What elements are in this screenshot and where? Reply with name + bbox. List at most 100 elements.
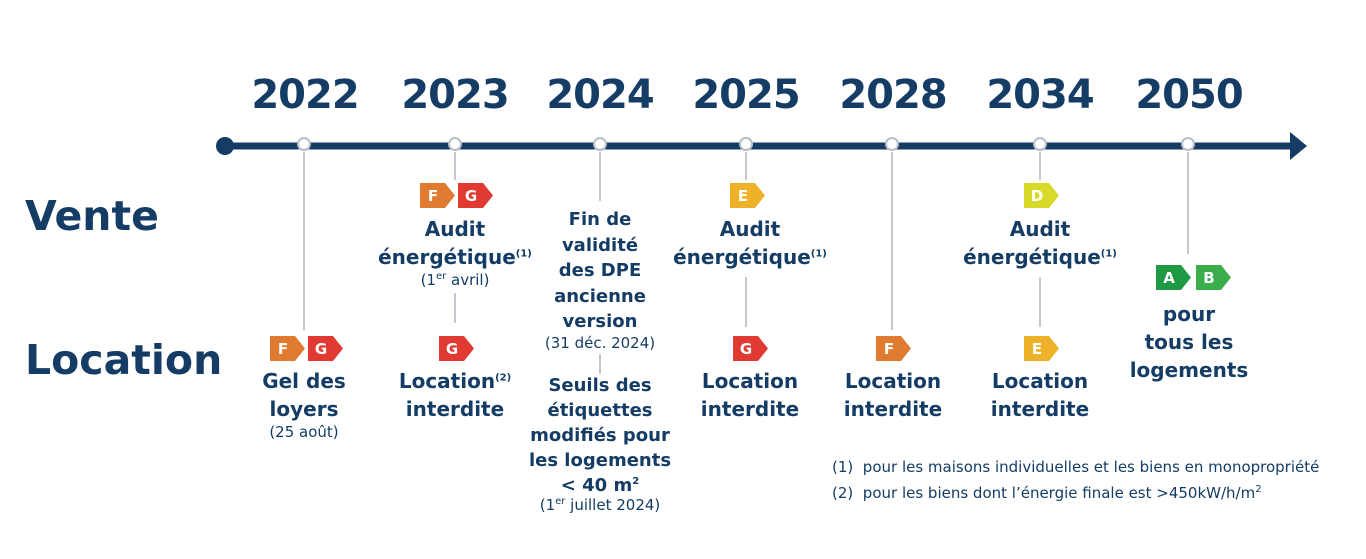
dpe-tag-2050-a: A — [1154, 265, 1192, 290]
year-2022: 2022 — [251, 72, 359, 118]
text-line: Gel des — [262, 369, 346, 393]
text-line: loyers — [269, 397, 339, 421]
text-line: pour — [1162, 302, 1216, 326]
dpe-tag-2023-vente-g: G — [456, 183, 494, 208]
row-label-vente: Vente — [25, 192, 159, 240]
year-2034: 2034 — [986, 72, 1094, 118]
text-2034-vente: Audit énergétique(1) — [955, 215, 1125, 271]
dpe-tag-2050-b: B — [1194, 265, 1232, 290]
dpe-tag-2025-vente-e: E — [728, 183, 766, 208]
timeline-dot-2050 — [1181, 137, 1195, 151]
dpe-tag-letter: G — [446, 340, 458, 358]
dpe-tag-letter: F — [278, 340, 288, 358]
text-2022-location: Gel des loyers — [234, 367, 374, 423]
text-line: validité — [561, 234, 639, 256]
text-line: tous les — [1144, 330, 1234, 354]
date-2024-vente: (31 déc. 2024) — [544, 334, 656, 352]
dpe-tag-letter: F — [884, 340, 894, 358]
connector-2024-bottom — [599, 354, 601, 374]
footnote-text: pour les biens dont l’énergie finale est… — [862, 484, 1256, 502]
timeline-dot-2023 — [448, 137, 462, 151]
dpe-tag-2025-location-g: G — [731, 336, 769, 361]
text-sup: er — [435, 271, 447, 282]
timeline-dot-2025 — [739, 137, 753, 151]
text-line: interdite — [700, 397, 800, 421]
year-2050: 2050 — [1135, 72, 1243, 118]
text-line: étiquettes — [547, 400, 653, 421]
text-part: < 40 m — [560, 475, 633, 496]
footnote-ref: (2) — [495, 372, 512, 384]
footnote-ref: (1) — [515, 248, 532, 260]
date-2024-location: (1er juillet 2024) — [510, 496, 690, 515]
timeline-dot-2034 — [1033, 137, 1047, 151]
connector-2025-bottom — [745, 277, 747, 327]
connector-2050 — [1187, 152, 1189, 254]
text-2023-location: Location(2) interdite — [370, 367, 540, 423]
text-line: interdite — [990, 397, 1090, 421]
dpe-tag-letter: B — [1203, 269, 1214, 287]
dpe-tag-letter: E — [1032, 340, 1042, 358]
footnote-number: (1) — [832, 458, 854, 476]
connector-2034-top — [1039, 152, 1041, 180]
year-2025: 2025 — [692, 72, 800, 118]
text-line: logements — [1129, 358, 1249, 382]
text-sup: 2 — [1255, 484, 1262, 495]
text-line: Audit — [719, 217, 781, 241]
text-sup: er — [555, 496, 566, 507]
text-line: Location — [991, 369, 1089, 393]
connector-2024-top — [599, 152, 601, 201]
text-2024-location: Seuils des étiquettes modifiés pour les … — [510, 373, 690, 498]
connector-2022 — [303, 152, 305, 330]
text-line: les logements — [528, 450, 672, 471]
text-2028-location: Location interdite — [808, 367, 978, 423]
date-2022-location: (25 août) — [269, 423, 339, 441]
timeline-dot-2028 — [885, 137, 899, 151]
text-2025-location: Location interdite — [665, 367, 835, 423]
text-line: Audit — [1009, 217, 1071, 241]
connector-2028 — [891, 152, 893, 330]
year-2023: 2023 — [401, 72, 509, 118]
text-line: énergétique(1) — [370, 243, 540, 271]
text-line: interdite — [405, 397, 505, 421]
text-line: modifiés pour — [530, 425, 670, 446]
text-line: < 40 m2 — [510, 473, 690, 498]
dpe-tag-letter: D — [1031, 187, 1043, 205]
dpe-tag-letter: G — [315, 340, 327, 358]
footnote-number: (2) — [832, 484, 854, 502]
text-part: énergétique — [963, 245, 1101, 269]
text-line: Seuils des — [548, 375, 652, 396]
text-part: énergétique — [673, 245, 811, 269]
text-line: Location — [701, 369, 799, 393]
text-line: énergétique(1) — [955, 243, 1125, 271]
text-sup: 2 — [632, 476, 640, 487]
text-part: juillet 2024) — [565, 496, 661, 514]
connector-2025-top — [745, 152, 747, 180]
dpe-tag-2023-location-g: G — [437, 336, 475, 361]
text-2025-vente: Audit énergétique(1) — [665, 215, 835, 271]
connector-2023-bottom — [454, 293, 456, 323]
text-line: ancienne — [554, 285, 646, 307]
dpe-tag-letter: A — [1163, 269, 1175, 287]
dpe-tag-2034-location-e: E — [1022, 336, 1060, 361]
footnote-ref: (1) — [1100, 248, 1117, 260]
footnote-text: pour les maisons individuelles et les bi… — [862, 458, 1320, 476]
text-line: Location(2) — [370, 367, 540, 395]
text-part: (1 — [539, 496, 556, 514]
dpe-tag-2023-vente-f: F — [418, 183, 456, 208]
dpe-tag-letter: F — [428, 187, 438, 205]
dpe-tag-2022-g: G — [306, 336, 344, 361]
text-line: Fin de — [568, 209, 632, 230]
text-2034-location: Location interdite — [955, 367, 1125, 423]
text-2024-vente: Fin de validité des DPE ancienne version — [520, 207, 680, 335]
text-line: interdite — [843, 397, 943, 421]
text-line: énergétique(1) — [665, 243, 835, 271]
text-2050: pour tous les logements — [1109, 300, 1269, 384]
footnote-ref: (1) — [810, 248, 827, 260]
date-2023-vente: (1er avril) — [385, 271, 525, 290]
text-part: (1 — [420, 271, 436, 289]
text-part: énergétique — [378, 245, 516, 269]
dpe-tag-letter: G — [740, 340, 752, 358]
timeline-dot-2024 — [593, 137, 607, 151]
footnote-2: (2) pour les biens dont l’énergie finale… — [832, 484, 1262, 502]
year-2024: 2024 — [546, 72, 654, 118]
